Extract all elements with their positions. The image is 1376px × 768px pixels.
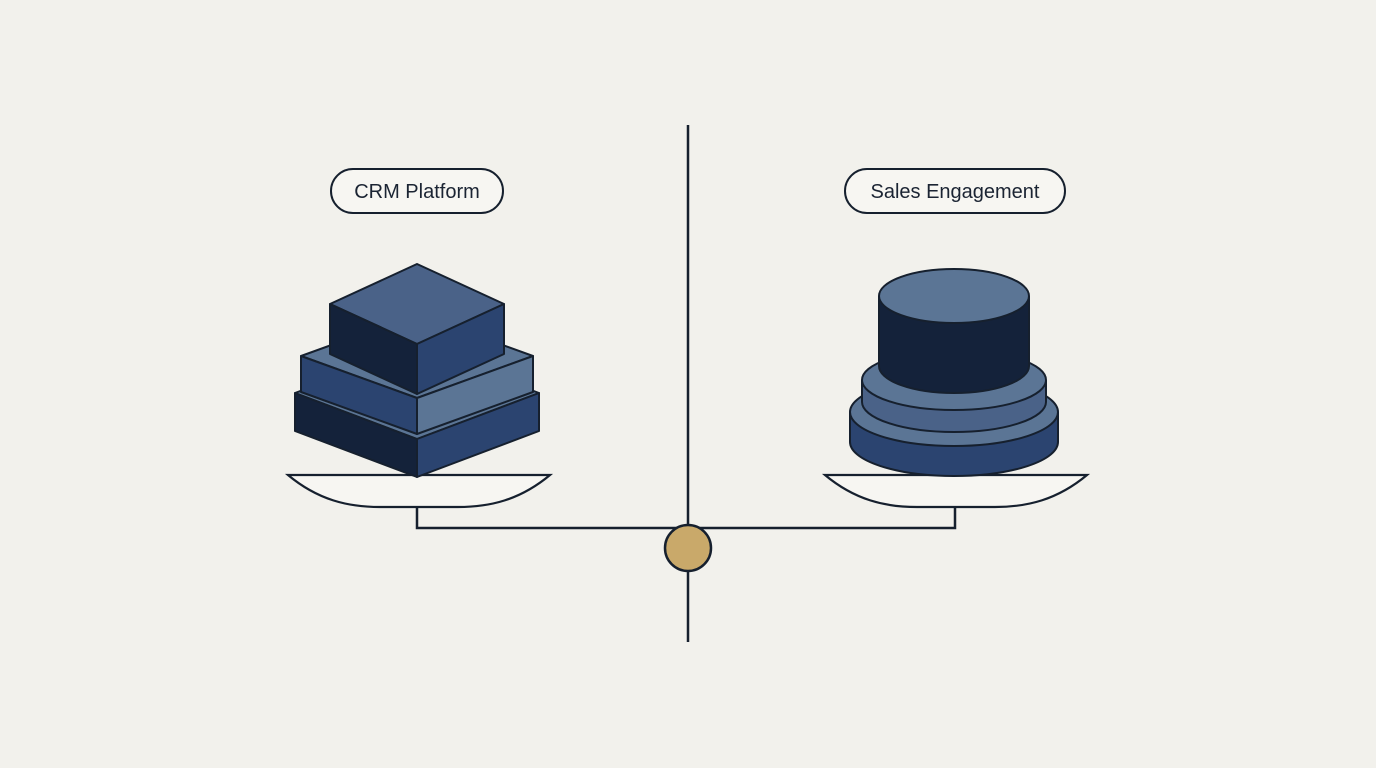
stacked-boxes-icon	[294, 263, 540, 478]
stacked-cylinders-icon	[849, 268, 1059, 477]
left-label-text: CRM Platform	[354, 181, 480, 203]
pivot-circle	[663, 523, 713, 573]
right-label-text: Sales Engagement	[870, 181, 1039, 203]
left-label-pill: CRM Platform	[330, 168, 504, 214]
left-pan	[284, 473, 554, 509]
right-pan	[821, 473, 1091, 509]
right-label-pill: Sales Engagement	[844, 168, 1066, 214]
